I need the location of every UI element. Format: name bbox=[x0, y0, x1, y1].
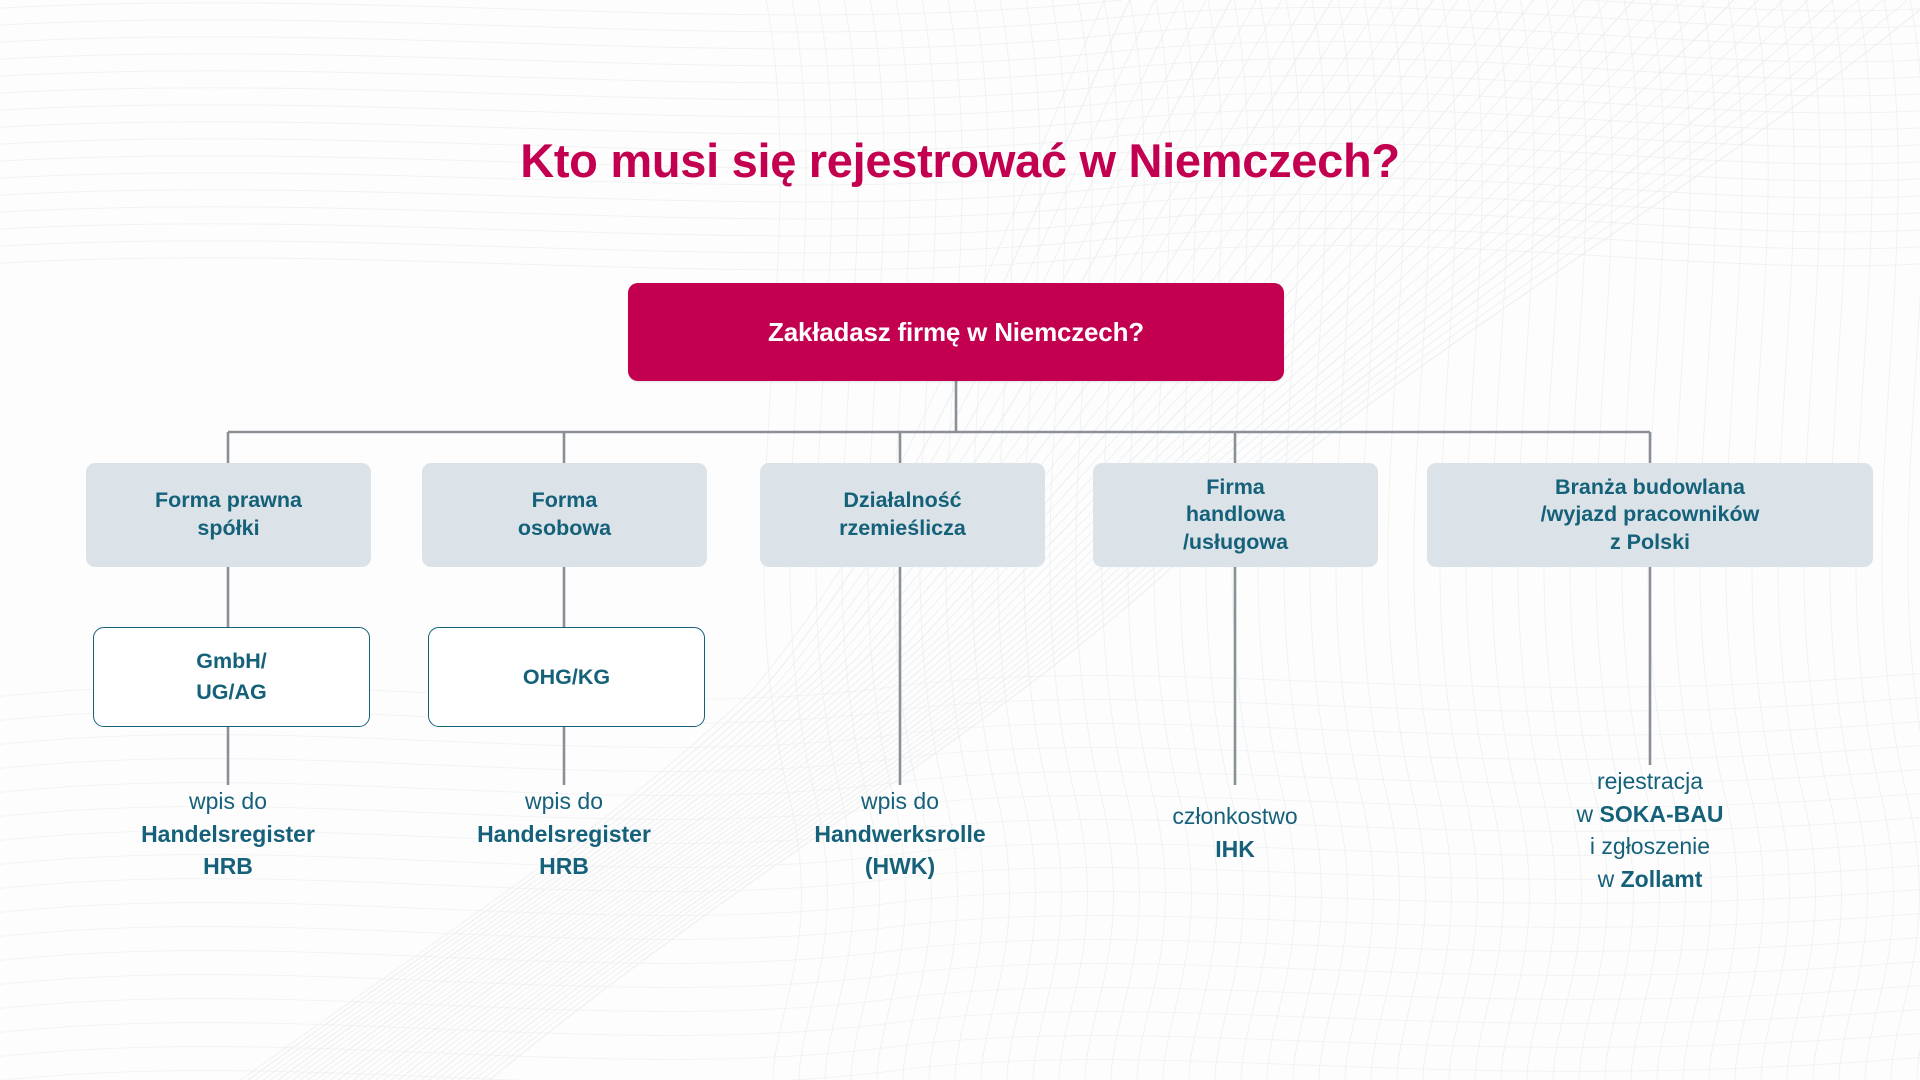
category-label-line1: Branża budowlana bbox=[1555, 474, 1745, 499]
form-box-label-line1: OHG/KG bbox=[522, 664, 611, 689]
category-label-line1: Działalność bbox=[843, 488, 962, 513]
leaf-text-soka-bau-zollamt: rejestracja w SOKA-BAU i zgłoszenie w Zo… bbox=[1480, 765, 1820, 896]
leaf-text-handelsregister-hrb-1: wpis do Handelsregister HRB bbox=[58, 785, 398, 883]
category-label-line3: z Polski bbox=[1609, 529, 1691, 554]
category-box-firma-handlowa-uslugowa[interactable]: Firma handlowa /usługowa bbox=[1093, 463, 1378, 567]
page-title: Kto musi się rejestrować w Niemczech? bbox=[520, 134, 1400, 187]
leaf-text-czlonkostwo-ihk: członkostwo IHK bbox=[1065, 800, 1405, 865]
leaf-line-3: (HWK) bbox=[864, 853, 936, 880]
leaf-line-1: wpis do bbox=[861, 788, 939, 814]
leaf-line-3: HRB bbox=[203, 853, 253, 880]
category-label-line1: Firma bbox=[1206, 474, 1265, 499]
leaf-line-1: wpis do bbox=[189, 788, 267, 814]
leaf-line-1: rejestracja bbox=[1596, 768, 1704, 794]
category-label-line1: Forma bbox=[531, 488, 598, 513]
category-box-forma-osobowa[interactable]: Forma osobowa bbox=[422, 463, 707, 567]
category-box-dzialalnosc-rzemieslicza[interactable]: Działalność rzemieślicza bbox=[760, 463, 1045, 567]
leaf-line-3: i zgłoszenie bbox=[1589, 833, 1711, 860]
leaf-text-handwerksrolle-hwk: wpis do Handwerksrolle (HWK) bbox=[730, 785, 1070, 883]
leaf-text-handelsregister-hrb-2: wpis do Handelsregister HRB bbox=[394, 785, 734, 883]
root-node-zakladasz-firme[interactable]: Zakładasz firmę w Niemczech? bbox=[628, 283, 1284, 381]
leaf-line-3: HRB bbox=[539, 853, 589, 880]
category-box-branza-budowlana[interactable]: Branża budowlana /wyjazd pracowników z P… bbox=[1427, 463, 1873, 567]
leaf-line-2-prefix: w bbox=[1576, 800, 1600, 827]
leaf-line-2: Handwerksrolle bbox=[814, 820, 986, 847]
category-label-line2: spółki bbox=[197, 516, 260, 540]
root-node-label: Zakładasz firmę w Niemczech? bbox=[768, 316, 1144, 347]
category-label-line2: osobowa bbox=[517, 516, 612, 540]
category-label-line2: handlowa bbox=[1185, 502, 1286, 527]
leaf-line-2: Handelsregister bbox=[477, 820, 651, 847]
form-box-gmbh-ug-ag[interactable]: GmbH/ UG/AG bbox=[93, 627, 370, 727]
leaf-line-4-prefix: w bbox=[1597, 865, 1621, 892]
form-box-label-line2: UG/AG bbox=[196, 680, 267, 704]
category-label-line2: rzemieślicza bbox=[839, 516, 966, 540]
leaf-line-2: Handelsregister bbox=[141, 820, 315, 847]
leaf-line-2-bold: SOKA-BAU bbox=[1599, 800, 1724, 827]
form-box-label-line1: GmbH/ bbox=[196, 649, 267, 674]
category-label-line3: /usługowa bbox=[1182, 529, 1289, 554]
leaf-line-4-bold: Zollamt bbox=[1620, 865, 1703, 892]
leaf-line-1: członkostwo bbox=[1172, 803, 1298, 829]
leaf-line-2: IHK bbox=[1215, 835, 1255, 862]
category-label-line1: Forma prawna bbox=[155, 488, 302, 513]
leaf-line-1: wpis do bbox=[525, 788, 603, 814]
form-box-ohg-kg[interactable]: OHG/KG bbox=[428, 627, 705, 727]
category-label-line2: /wyjazd pracowników bbox=[1540, 502, 1760, 527]
category-box-forma-prawna-spolki[interactable]: Forma prawna spółki bbox=[86, 463, 371, 567]
